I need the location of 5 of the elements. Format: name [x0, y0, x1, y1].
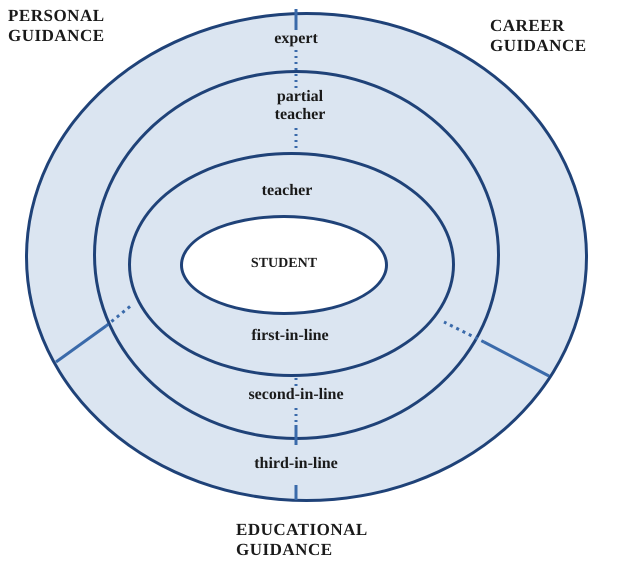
sector-label: PERSONAL GUIDANCE: [8, 6, 106, 46]
ring-label: expert: [272, 30, 320, 48]
ring-label: second-in-line: [246, 386, 346, 404]
sector-label: EDUCATIONAL GUIDANCE: [236, 520, 368, 560]
sector-label: CAREER GUIDANCE: [490, 16, 588, 56]
